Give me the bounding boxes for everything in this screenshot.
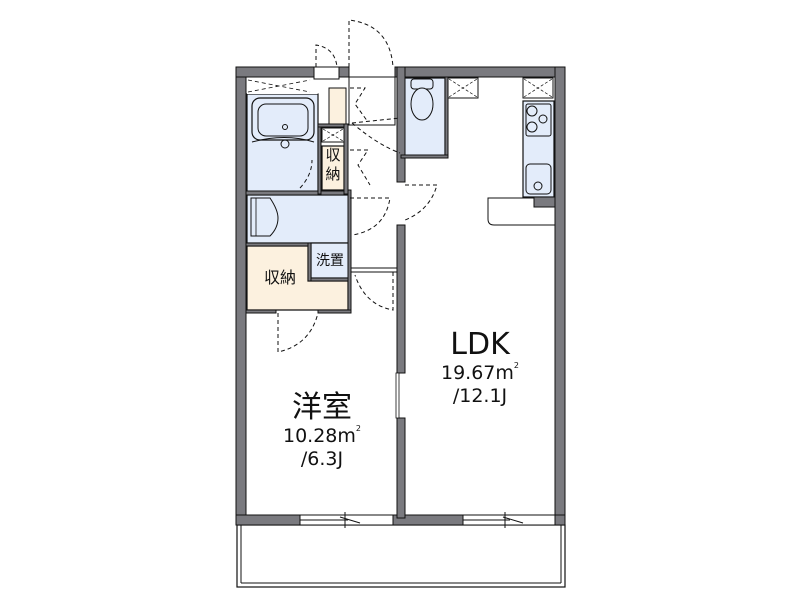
- western-room-hall-door[interactable]: [354, 272, 394, 311]
- toilet-room: [400, 77, 446, 157]
- shoe-closet-door[interactable]: [350, 87, 369, 123]
- storage-door[interactable]: [350, 149, 371, 186]
- western-room-area: 10.28m2: [283, 424, 361, 447]
- bathroom: [246, 93, 319, 193]
- window: [462, 512, 556, 528]
- ldk-door[interactable]: [404, 184, 438, 221]
- vent-icon: [321, 127, 345, 143]
- window-mid: [395, 372, 400, 419]
- balcony: [236, 524, 566, 588]
- stove-burner-icon: [526, 105, 538, 117]
- laundry-label: 洗置: [316, 253, 344, 269]
- stove-burner-icon: [526, 121, 538, 133]
- washroom-door[interactable]: [350, 197, 391, 236]
- ldk-label: LDK 19.67m2 /12.1J: [420, 330, 540, 406]
- shoe-cabinet: [328, 87, 347, 125]
- western-room-name: 洋室: [292, 390, 352, 425]
- washroom: [246, 194, 350, 244]
- laundry-space: [310, 242, 350, 279]
- western-room-label: 洋室 10.28m2 /6.3J: [262, 393, 382, 469]
- meter-door[interactable]: [315, 44, 338, 68]
- walls: [235, 66, 566, 526]
- ldk-tatami: /12.1J: [452, 385, 508, 407]
- storage-small-label: 収 納: [325, 146, 341, 183]
- storage-large-door[interactable]: [277, 312, 319, 353]
- storage-large-label: 収納: [263, 268, 296, 287]
- floor-western-room: [245, 312, 397, 519]
- western-room-tatami: /6.3J: [300, 448, 344, 470]
- meter-box: [313, 66, 340, 80]
- front-door[interactable]: [348, 19, 394, 68]
- entrance-floor: [348, 76, 396, 126]
- sink-icon: [525, 163, 552, 195]
- ldk-area: 19.67m2: [441, 361, 519, 384]
- stove-burner-icon: [538, 114, 548, 124]
- vent-icon: [447, 77, 479, 99]
- vent-icon: [522, 77, 554, 99]
- vent-icon: [247, 78, 318, 94]
- window: [299, 512, 394, 528]
- kitchen: [522, 100, 555, 198]
- ldk-name: LDK: [450, 327, 510, 362]
- toilet-door[interactable]: [351, 117, 401, 154]
